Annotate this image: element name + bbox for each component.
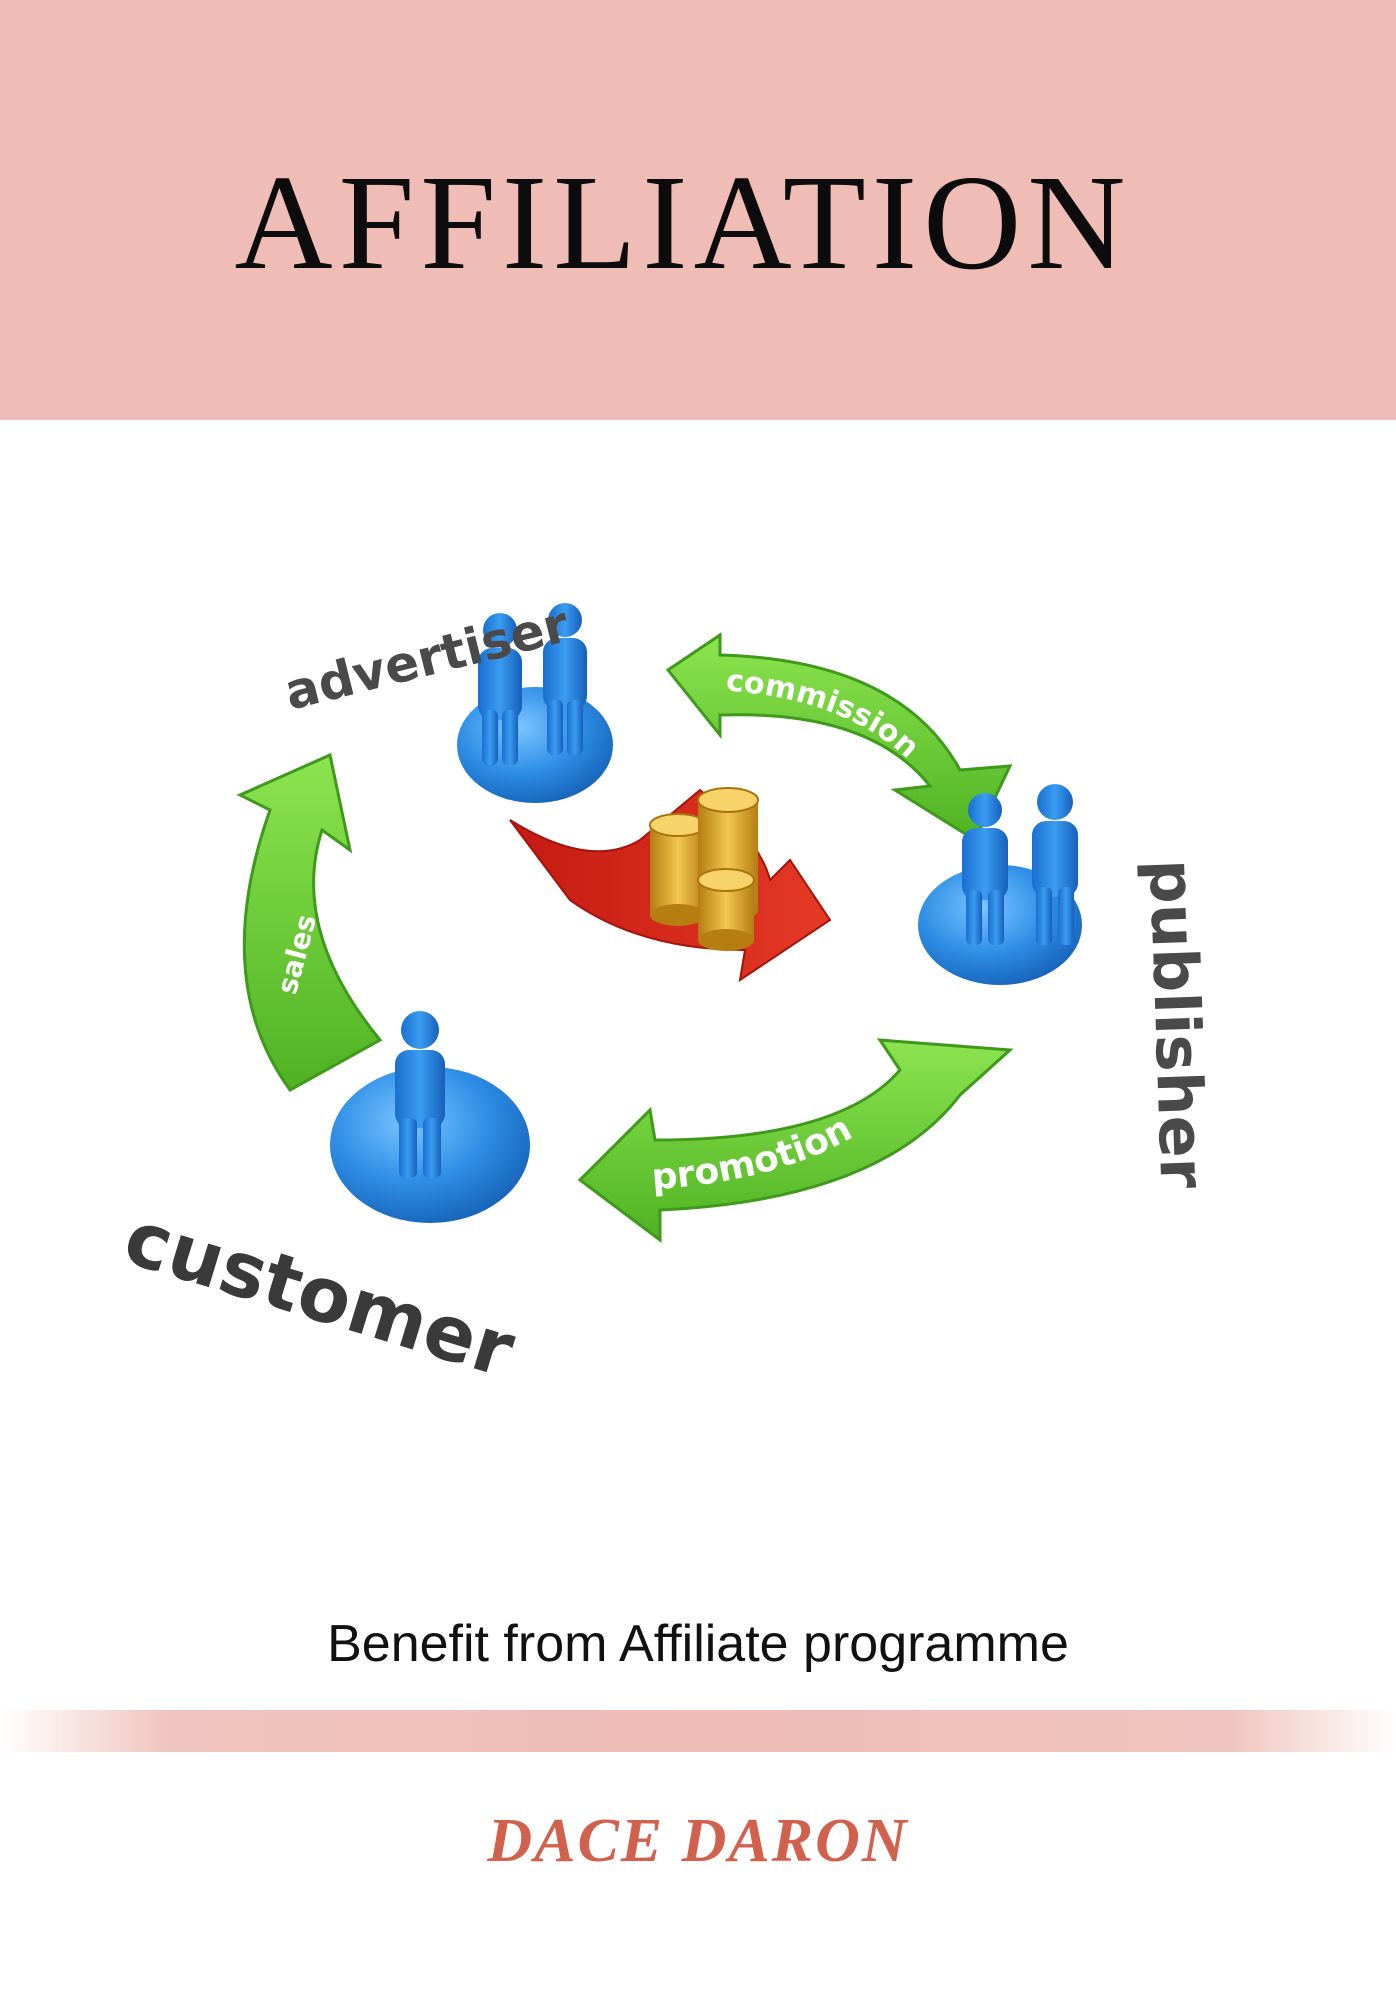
header-band <box>0 0 1396 420</box>
book-title: AFFILIATION <box>234 148 1132 298</box>
customer-figure-icon <box>395 1011 445 1178</box>
publisher-figure-icon <box>962 793 1008 945</box>
customer-group <box>330 1011 530 1223</box>
promotion-arrow: promotion <box>577 1038 1014 1243</box>
advertiser-group <box>457 603 613 803</box>
publisher-group <box>918 784 1082 985</box>
divider-band <box>0 1710 1396 1752</box>
advertiser-figure-icon <box>478 613 522 765</box>
affiliate-cycle-illustration: commission promotion sales <box>115 595 1220 1395</box>
coin-stacks-icon <box>649 787 759 951</box>
sales-arrow: sales <box>236 752 383 1092</box>
publisher-label: publisher <box>1135 858 1219 1190</box>
publisher-figure-icon <box>1032 784 1078 945</box>
book-subtitle: Benefit from Affiliate programme <box>327 1615 1069 1673</box>
customer-label: customer <box>115 1192 525 1395</box>
advertiser-figure-icon <box>543 603 587 755</box>
author-name: DACE DARON <box>487 1807 909 1875</box>
